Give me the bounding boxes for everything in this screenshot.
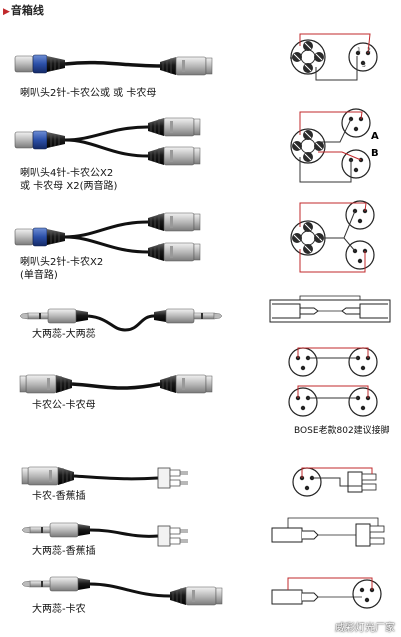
- cable-label-4: 大两蕊-大两蕊: [32, 329, 96, 340]
- cable-row-7-image: [21, 522, 189, 547]
- cable-label-6: 卡农-香蕉插: [32, 491, 86, 502]
- cable-row-8-image: [21, 576, 223, 606]
- wiring-schematic-8: [271, 577, 382, 609]
- cable-label-3-line1: 喇叭头2针-卡农X2: [20, 257, 104, 268]
- wiring-schematic-7: [271, 517, 385, 547]
- bose-note: BOSE老款802建议接脚: [294, 426, 390, 436]
- pin-label-2: 2: [367, 47, 371, 54]
- cable-row-1-image: [14, 54, 213, 76]
- section-header: ▶音箱线: [3, 2, 44, 18]
- cable-label-1: 喇叭头2针-卡农公或 或 卡农母: [20, 88, 157, 99]
- cable-row-3-image: [14, 212, 201, 262]
- wiring-schematic-3: [290, 200, 375, 273]
- cable-label-2-line2: 或 卡农母 X2(两音路): [20, 181, 118, 192]
- wiring-schematic-5: [288, 347, 378, 417]
- cable-label-2-line1: 喇叭头4针-卡农公X2: [20, 168, 114, 179]
- wiring-schematic-6: [292, 467, 377, 497]
- cable-row-4-image: [19, 308, 223, 332]
- watermark: 威彩灯光厂家: [335, 623, 395, 634]
- cable-label-7: 大两蕊-香蕉插: [32, 546, 96, 557]
- cable-row-2-image: [14, 117, 201, 166]
- wiring-schematic-2: [290, 108, 371, 183]
- pin-label-3: 3: [362, 62, 366, 69]
- section-title: 音箱线: [10, 4, 44, 17]
- cable-label-3-line2: (单音路): [20, 270, 58, 281]
- cable-row-5-image: [19, 374, 213, 394]
- marker-a: A: [371, 131, 379, 142]
- cable-label-8: 大两蕊-卡农: [32, 604, 86, 615]
- triangle-marker-icon: ▶: [3, 7, 10, 17]
- cable-row-6-image: [21, 466, 189, 489]
- wiring-schematic-1: [290, 33, 378, 81]
- marker-b: B: [371, 148, 379, 159]
- pin-label-1: 1: [357, 47, 361, 54]
- cable-label-5: 卡农公-卡农母: [32, 400, 96, 411]
- wiring-schematic-4: [269, 295, 391, 323]
